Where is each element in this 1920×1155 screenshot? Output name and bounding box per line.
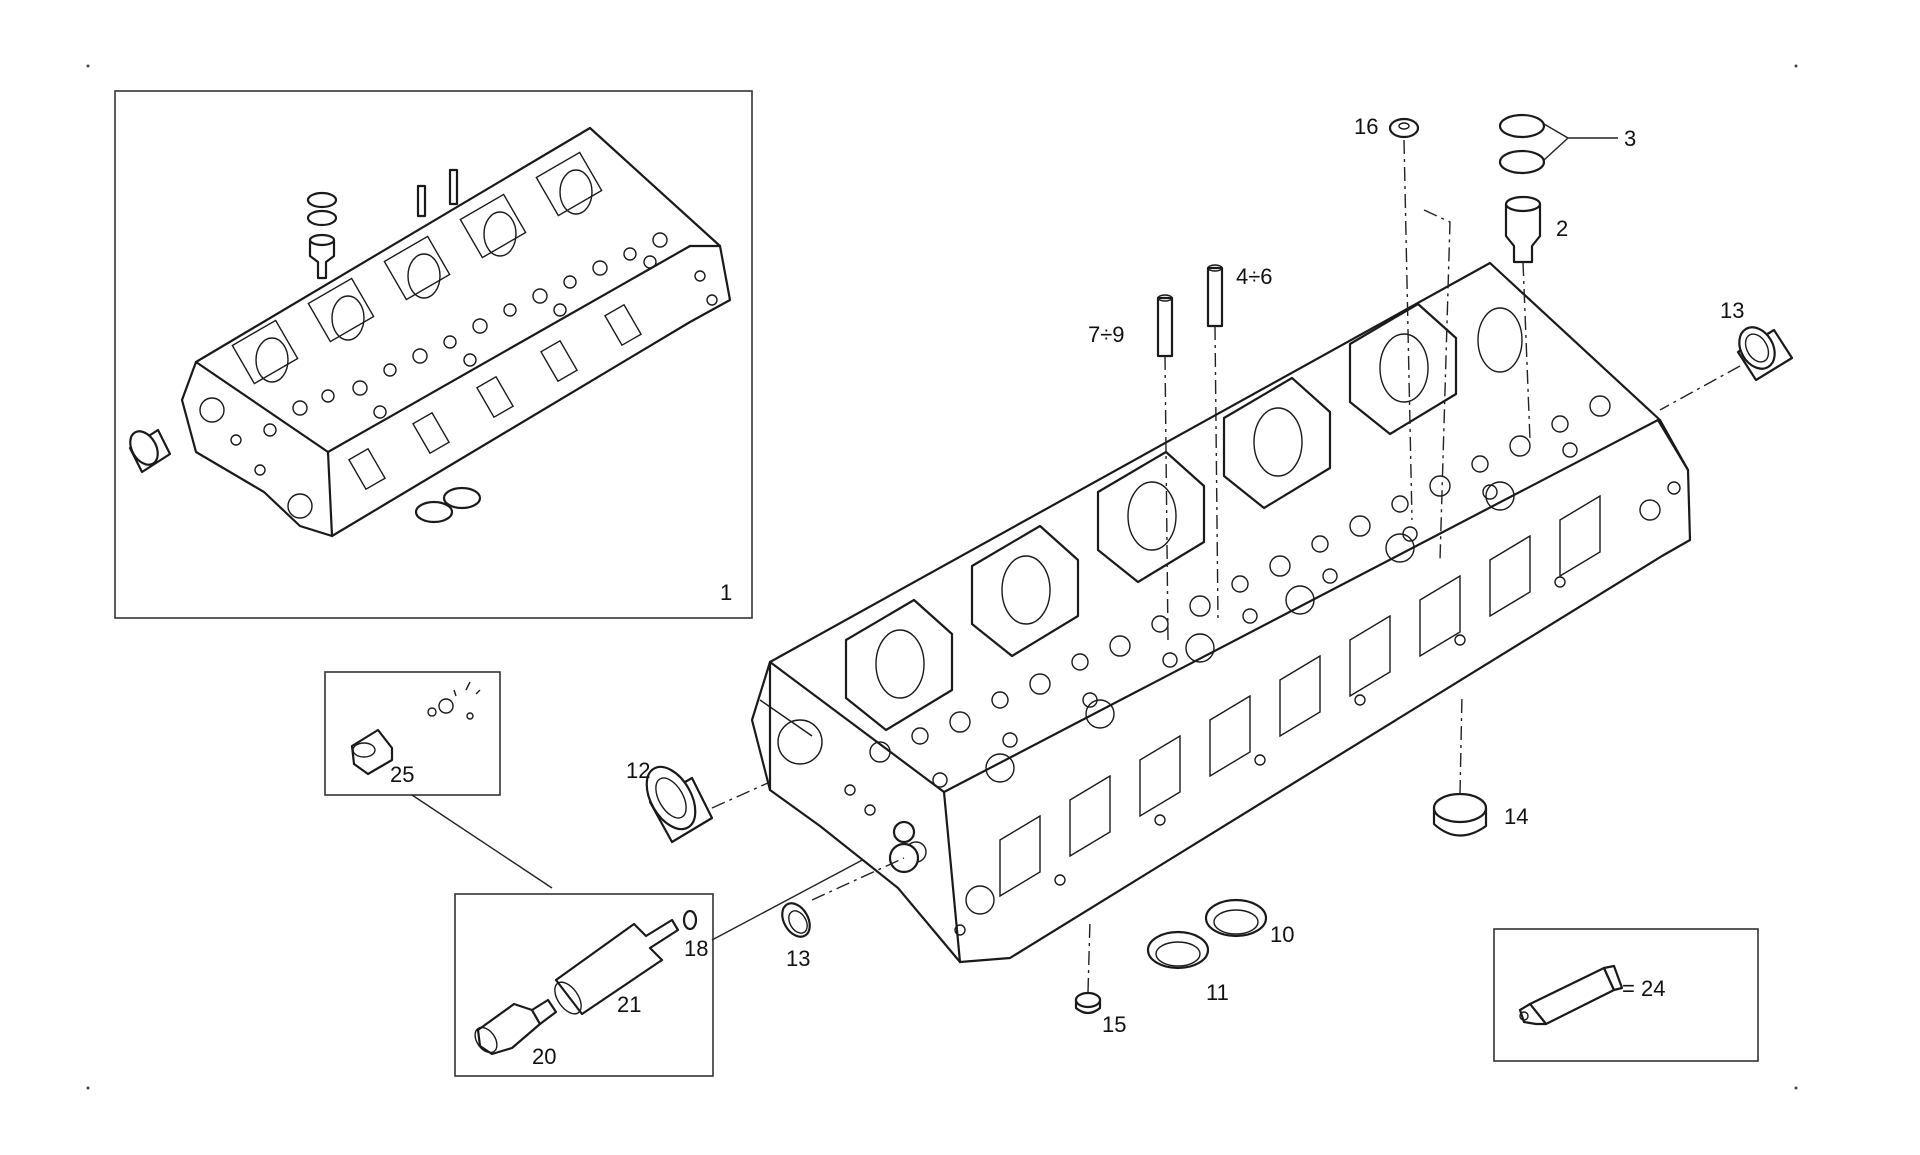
callout-10: 10 xyxy=(1270,922,1294,947)
part-2-sleeve: 2 xyxy=(1504,195,1568,264)
callout-13-upper: 13 xyxy=(1720,298,1744,323)
part-7-9-pin: 7÷9 xyxy=(1088,294,1174,358)
sensor-assembly: 18 21 20 xyxy=(474,909,708,1069)
callout-20: 20 xyxy=(532,1044,556,1069)
main-cylinder-head xyxy=(750,261,1692,964)
callout-1: 1 xyxy=(720,580,732,605)
part-10-ring: 10 xyxy=(1204,898,1294,947)
callout-14: 14 xyxy=(1504,804,1528,829)
sealant-tube-icon: = 24 xyxy=(1518,964,1665,1026)
callout-7-9: 7÷9 xyxy=(1088,322,1125,347)
callout-12: 12 xyxy=(626,758,650,783)
inset-sensor-frame xyxy=(454,893,714,1077)
part-14-cap: 14 xyxy=(1432,792,1528,837)
callout-25: 25 xyxy=(390,762,414,787)
part-3-orings: 3 xyxy=(1498,113,1636,175)
part-13-upper-plug: 13 xyxy=(1720,298,1794,382)
callout-21: 21 xyxy=(617,992,641,1017)
plug-icon: 25 xyxy=(350,681,481,787)
callout-15: 15 xyxy=(1102,1012,1126,1037)
part-11-ring: 11 xyxy=(1146,930,1229,1005)
callout-4-6: 4÷6 xyxy=(1236,264,1273,289)
callout-13-lower: 13 xyxy=(786,946,810,971)
inset-cylinder-head-drawing: 1 xyxy=(128,126,732,605)
part-15-plug: 15 xyxy=(1074,991,1126,1037)
assembly-lines xyxy=(711,139,1741,993)
part-16: 16 xyxy=(1354,114,1420,139)
corner-marks xyxy=(86,64,1798,1090)
callout-16: 16 xyxy=(1354,114,1378,139)
part-13-lower-plug: 13 xyxy=(781,902,811,971)
callout-11: 11 xyxy=(1206,980,1229,1005)
callout-18: 18 xyxy=(684,936,708,961)
callout-24: = 24 xyxy=(1622,976,1665,1001)
callout-3: 3 xyxy=(1624,126,1636,151)
part-12-plug: 12 xyxy=(626,758,714,844)
leader-25 xyxy=(411,794,553,889)
part-4-6-pin: 4÷6 xyxy=(1206,264,1273,328)
inset-sealant-frame xyxy=(1493,928,1759,1062)
callout-2: 2 xyxy=(1556,216,1568,241)
inset-assembly-frame xyxy=(114,90,753,619)
